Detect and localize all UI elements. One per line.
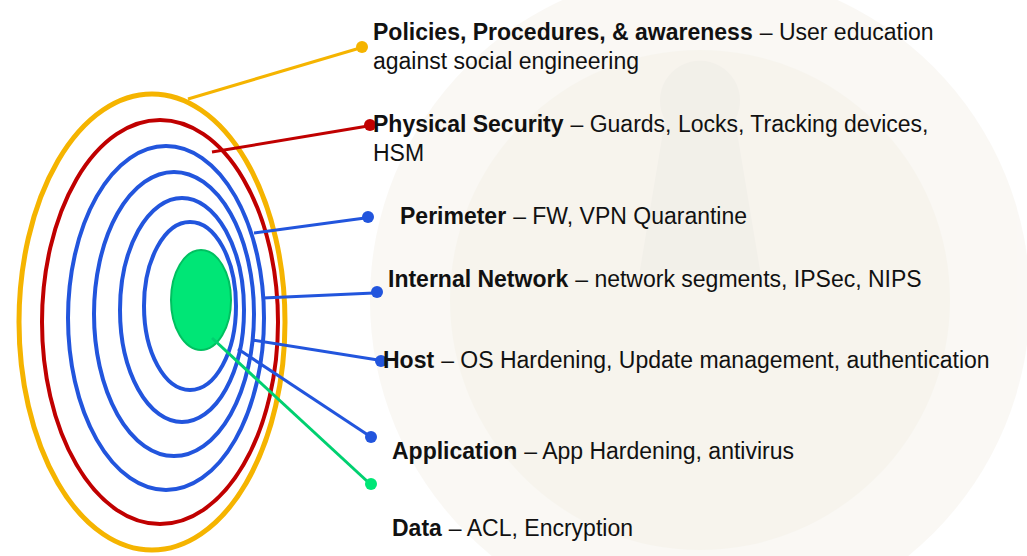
policy-ring	[19, 94, 285, 550]
data-label: Data – ACL, Encryption	[392, 514, 1012, 543]
internal-network-label: Internal Network – network segments, IPSe…	[388, 265, 1008, 294]
host-label: Host – OS Hardening, Update management, a…	[383, 346, 1013, 375]
layer-name: Perimeter	[400, 203, 506, 229]
lock-watermark	[370, 0, 1027, 556]
layer-controls: – ACL, Encryption	[449, 515, 633, 541]
layer-controls: – App Hardening, antivirus	[524, 438, 794, 464]
internal-ring	[94, 172, 254, 456]
physical-label: Physical Security– Guards, Locks, Tracki…	[373, 110, 973, 168]
layer-name: Internal Network	[388, 266, 568, 292]
perimeter-label: Perimeter – FW, VPN Quarantine	[400, 202, 1000, 231]
perimeter-ring	[68, 146, 264, 490]
layer-controls: – network segments, IPSec, NIPS	[575, 266, 921, 292]
layer-controls: – OS Hardening, Update management, authe…	[441, 347, 990, 373]
layer-name: Physical Security	[373, 111, 564, 137]
physical-ring	[42, 120, 278, 524]
layer-name: Data	[392, 515, 442, 541]
target-rings	[19, 94, 285, 550]
host-ring	[120, 198, 244, 422]
layer-name: Policies, Procedures, & awareness	[373, 19, 753, 45]
layer-controls: – FW, VPN Quarantine	[513, 203, 747, 229]
layer-name: Application	[392, 438, 517, 464]
data-core	[171, 250, 231, 350]
leader-lines	[188, 41, 387, 490]
application-ring	[144, 222, 236, 390]
policies-label: Policies, Procedures, & awareness– User …	[373, 18, 1013, 76]
application-label: Application – App Hardening, antivirus	[392, 437, 1012, 466]
layer-name: Host	[383, 347, 434, 373]
